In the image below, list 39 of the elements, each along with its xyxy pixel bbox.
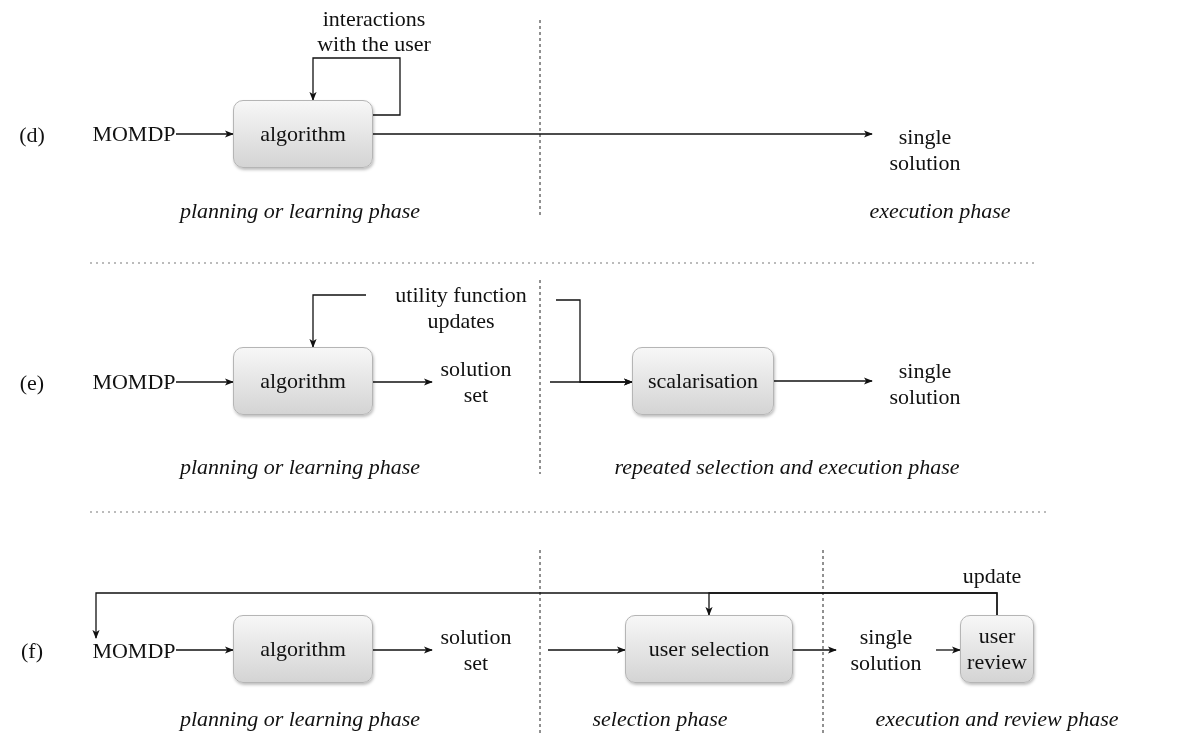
phase-label: planning or learning phase: [178, 196, 422, 224]
node-text: MOMDP: [92, 369, 176, 395]
node-text: MOMDP: [92, 121, 176, 147]
arrow: [549, 378, 633, 386]
phase-label: planning or learning phase: [178, 704, 422, 732]
process-box: user selection: [625, 615, 793, 683]
arrow: [372, 378, 433, 386]
arrow: [773, 377, 873, 385]
process-box: scalarisation: [632, 347, 774, 415]
node-text: solution set: [432, 622, 520, 678]
arrow: [175, 646, 234, 654]
node-text: single solution: [872, 120, 978, 180]
arrow: [705, 592, 998, 616]
arrow: [175, 378, 234, 386]
arrow: [309, 57, 401, 116]
arrow: [309, 294, 367, 348]
process-box: algorithm: [233, 615, 373, 683]
phase-label: execution phase: [868, 196, 1012, 224]
node-text: solution set: [432, 354, 520, 410]
process-box: algorithm: [233, 100, 373, 168]
node-text: single solution: [836, 622, 936, 678]
phase-label: execution and review phase: [874, 704, 1120, 732]
arrow: [792, 646, 837, 654]
panel-label: (d): [18, 121, 46, 147]
phase-label: planning or learning phase: [178, 452, 422, 480]
panel-label: (f): [20, 637, 44, 663]
node-text: single solution: [872, 356, 978, 412]
node-text: utility function updates: [366, 280, 556, 336]
phase-label: selection phase: [591, 704, 729, 732]
node-text: MOMDP: [92, 638, 176, 664]
process-box: user review: [960, 615, 1034, 683]
arrow: [372, 130, 873, 138]
arrow: [372, 646, 433, 654]
arrow: [935, 646, 961, 654]
phase-label: repeated selection and execution phase: [613, 452, 961, 480]
panel-label: (e): [18, 369, 46, 395]
arrow: [547, 646, 626, 654]
process-box: algorithm: [233, 347, 373, 415]
arrow: [175, 130, 234, 138]
